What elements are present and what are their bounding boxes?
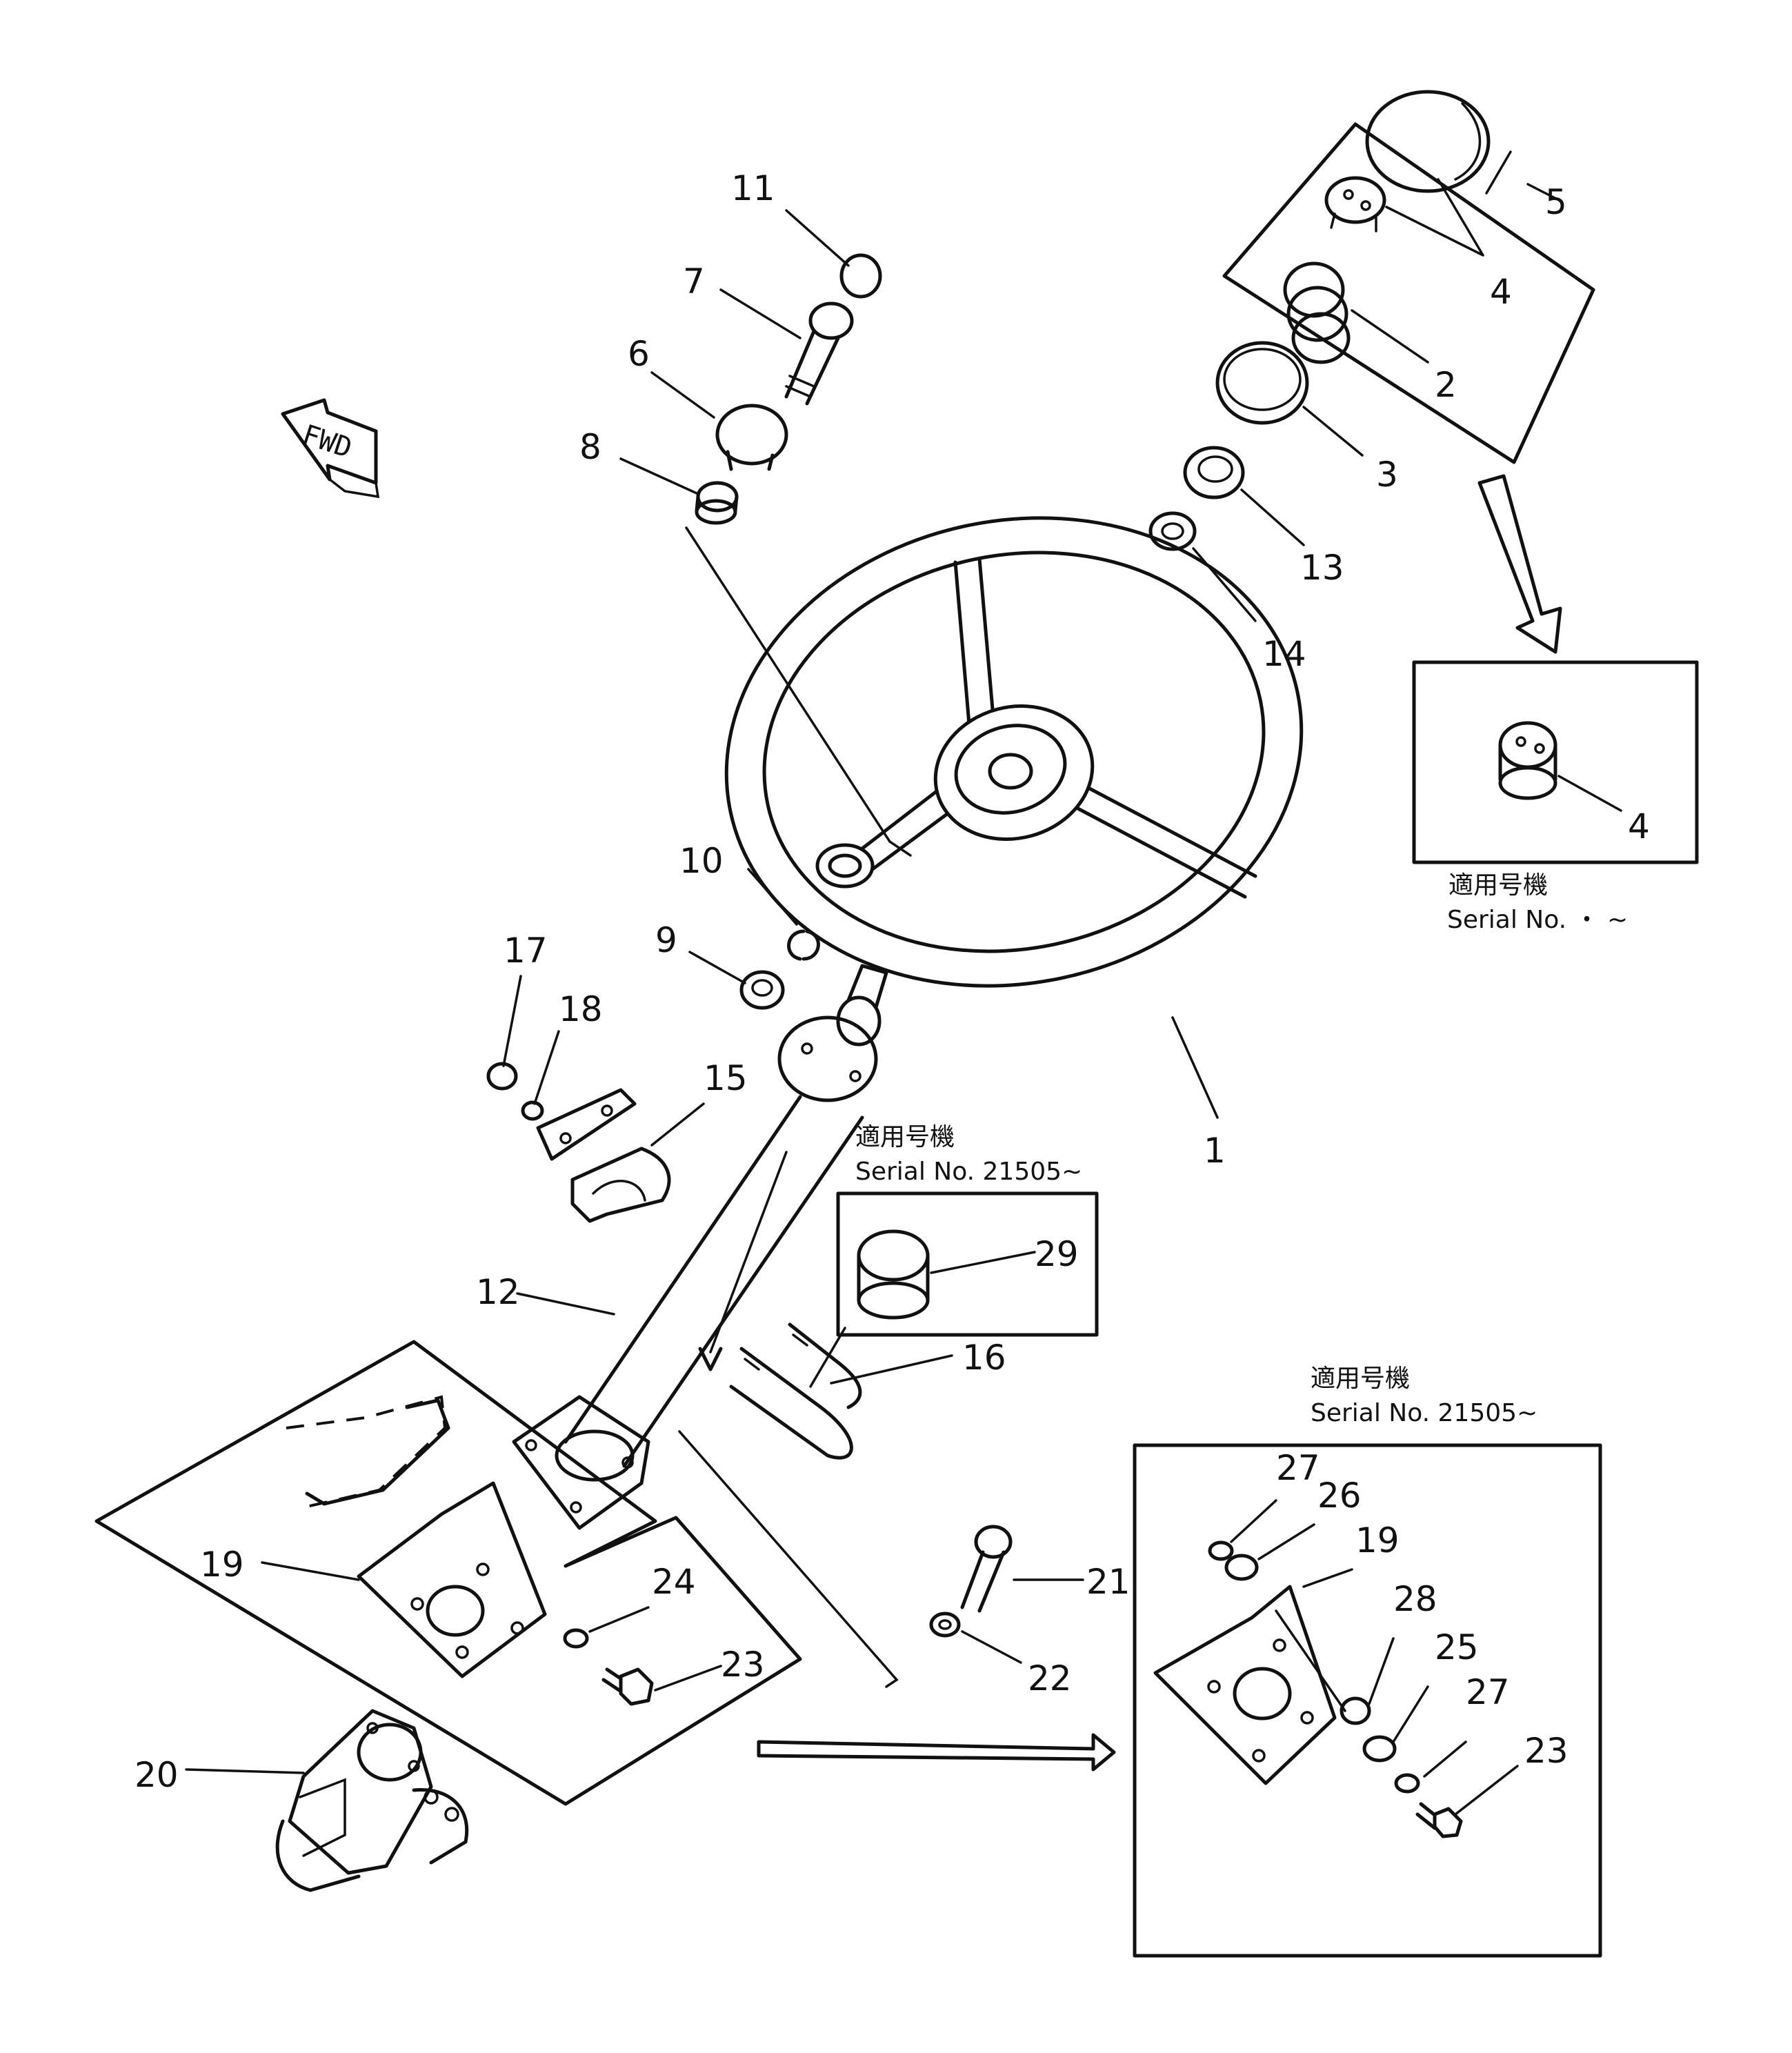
- bracket-part-19: [357, 1481, 547, 1678]
- bracket-box-note-serial: Serial No. 21505~: [1311, 1399, 1537, 1427]
- callout-19-detail: 19: [1355, 1520, 1400, 1560]
- horn-box-note-serial: Serial No. ・ ~: [1447, 906, 1628, 934]
- fwd-arrow-icon: FWD: [281, 398, 380, 499]
- bolt-part-23-detail: [1415, 1802, 1463, 1838]
- callout-14: 14: [1262, 634, 1306, 674]
- column-guide-line: [709, 1151, 788, 1353]
- callout-12: 12: [476, 1272, 520, 1312]
- bracket-detail-box: [1133, 1443, 1602, 1958]
- nut-part-17: [486, 1062, 518, 1091]
- bushing-part-8: [695, 481, 739, 525]
- horn-detail-box: [1412, 660, 1699, 864]
- bracket-plate-dashed: [286, 1395, 450, 1509]
- callout-1: 1: [1204, 1131, 1226, 1171]
- applicability-notes: 適用号機 Serial No. ・ ~ 適用号機 Serial No. 2150…: [855, 871, 1628, 1427]
- washer-part-24: [563, 1628, 589, 1649]
- callout-22: 22: [1028, 1658, 1072, 1698]
- spacer-part-25: [1362, 1735, 1397, 1763]
- guide-arrowhead-icon: [698, 1347, 723, 1371]
- horn-button-part-4: [1324, 176, 1386, 232]
- knob-guide-line-2: [888, 840, 912, 857]
- bushing-box-note-serial: Serial No. 21505~: [855, 1158, 1082, 1186]
- callout-16: 16: [962, 1338, 1006, 1378]
- knob-guide-line: [685, 526, 891, 843]
- callout-13: 13: [1300, 548, 1344, 588]
- down-arrow-icon: [1477, 474, 1562, 654]
- washer-part-14: [1148, 511, 1197, 551]
- callout-17: 17: [504, 931, 548, 971]
- bolt-part-23: [601, 1667, 654, 1706]
- bushing-box-note-jp: 適用号機: [855, 1123, 955, 1151]
- bracket-box-note-jp: 適用号機: [1311, 1365, 1410, 1393]
- fwd-label: FWD: [299, 419, 356, 464]
- callout-3: 3: [1376, 455, 1398, 495]
- callout-23: 23: [721, 1645, 765, 1685]
- callout-23-detail: 23: [1524, 1731, 1569, 1771]
- callout-25: 25: [1435, 1627, 1479, 1667]
- washer-part-22: [929, 1611, 961, 1638]
- callout-8: 8: [579, 427, 601, 467]
- callouts: 1 2 3 4 4 5 6 7 8 9 10 11 12 13 14 15 16…: [135, 168, 1650, 1795]
- callout-7: 7: [683, 261, 705, 301]
- callout-15: 15: [704, 1058, 748, 1098]
- callout-19: 19: [200, 1545, 244, 1585]
- callout-28: 28: [1393, 1579, 1437, 1619]
- callout-9: 9: [655, 920, 677, 960]
- callout-11: 11: [731, 168, 775, 208]
- callout-2: 2: [1435, 365, 1457, 405]
- washer-part-27-upper: [1208, 1540, 1234, 1561]
- clamp-part-15: [536, 1088, 671, 1223]
- callout-24: 24: [652, 1562, 696, 1602]
- bracket-assembly-area: [94, 1340, 899, 1806]
- callout-6: 6: [628, 334, 650, 374]
- bolt-part-21: [960, 1525, 1013, 1613]
- callout-26: 26: [1317, 1476, 1362, 1516]
- bushing-part-13: [1183, 446, 1245, 499]
- callout-20: 20: [135, 1755, 179, 1795]
- horn-cap-part-5: [1365, 90, 1491, 193]
- nut-part-9: [739, 970, 785, 1010]
- washer-part-27-lower: [1394, 1773, 1420, 1794]
- u-bolt-part-16: [729, 1322, 862, 1460]
- spacer-part-26: [1224, 1554, 1259, 1581]
- right-arrow-icon: [757, 1733, 1116, 1772]
- cap-part-11: [839, 253, 882, 299]
- steering-wheel: [724, 516, 1304, 988]
- steering-column-part-12: [512, 964, 888, 1530]
- horn-ring-part-3: [1215, 341, 1309, 425]
- washer-part-18: [521, 1100, 544, 1121]
- callout-27-lower: 27: [1466, 1672, 1510, 1712]
- horn-box-note-jp: 適用号機: [1448, 871, 1548, 900]
- horn-assembly-box: [1222, 122, 1595, 464]
- bushing-box: [836, 1191, 1099, 1337]
- callout-4-detail: 4: [1628, 806, 1650, 846]
- horn-spring-part-2: [1283, 261, 1351, 364]
- spacer-part-28: [1340, 1696, 1371, 1725]
- bolt-part-7: [784, 301, 854, 406]
- callout-27: 27: [1276, 1448, 1320, 1488]
- steering-valve-part-20: [275, 1709, 469, 1892]
- callout-4: 4: [1490, 272, 1512, 312]
- knob-part-6: [715, 404, 788, 471]
- callout-21: 21: [1086, 1562, 1131, 1602]
- callout-29: 29: [1035, 1234, 1079, 1274]
- callout-10: 10: [679, 841, 724, 881]
- callout-5: 5: [1545, 182, 1567, 222]
- snap-ring-part-10: [787, 929, 820, 961]
- leader-lines: [185, 150, 1622, 1816]
- callout-18: 18: [559, 989, 603, 1029]
